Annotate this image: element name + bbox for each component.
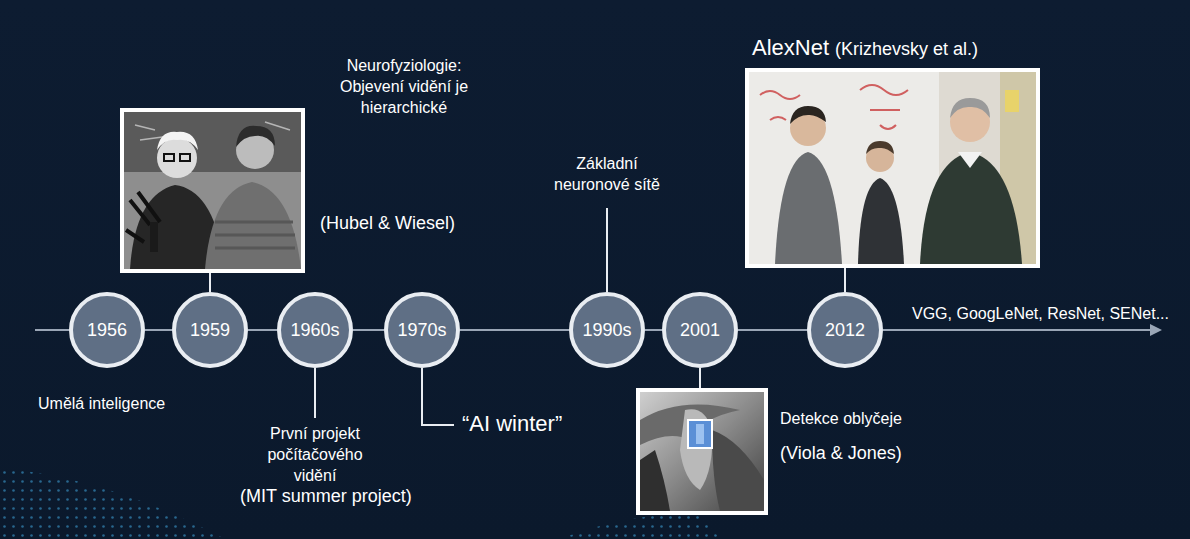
year-circle: 1960s <box>277 292 353 368</box>
year-circle: 2001 <box>662 292 738 368</box>
year-circle: 1959 <box>172 292 248 368</box>
era-label: Umělá inteligence <box>38 394 165 415</box>
leader-line <box>699 368 701 388</box>
axis-line <box>35 329 69 331</box>
model-name: AlexNet <box>752 34 829 63</box>
citation-text: (Hubel & Wiesel) <box>320 212 455 235</box>
year-text: 1959 <box>190 320 230 341</box>
timeline-axis-segment <box>248 329 277 331</box>
note-text: Neurofyziologie: Objevení vidění je hier… <box>323 56 485 118</box>
leader-line <box>422 368 454 425</box>
year-text: 1970s <box>397 320 446 341</box>
year-text: 2001 <box>680 320 720 341</box>
citation-text: (Krizhevsky et al.) <box>835 38 978 61</box>
timeline-axis-segment <box>645 329 662 331</box>
year-circle: 1956 <box>69 292 145 368</box>
photo-alexnet-authors <box>745 68 1040 268</box>
timeline-axis-segment <box>738 329 807 331</box>
leader-line <box>844 268 846 292</box>
photo-face-detection <box>636 388 768 515</box>
citation-text: (Viola & Jones) <box>780 442 902 465</box>
year-text: 2012 <box>825 320 865 341</box>
leader-line <box>606 208 608 292</box>
photo-hubel-wiesel <box>120 108 305 273</box>
era-label: První projekt počítačového vidění <box>250 424 380 486</box>
axis-arrow <box>883 329 1160 331</box>
note-text: Detekce oblyčeje <box>780 409 902 430</box>
era-label: “AI winter” <box>462 410 562 439</box>
year-circle: 1990s <box>569 292 645 368</box>
timeline-axis-segment <box>353 329 384 331</box>
year-circle: 1970s <box>384 292 460 368</box>
timeline-axis-segment <box>145 329 172 331</box>
leader-line <box>209 273 211 292</box>
successor-list: VGG, GoogLeNet, ResNet, SENet... <box>912 304 1169 325</box>
timeline-axis-segment <box>460 329 569 331</box>
year-text: 1956 <box>87 320 127 341</box>
year-circle: 2012 <box>807 292 883 368</box>
year-text: 1960s <box>290 320 339 341</box>
dot-decoration <box>0 468 225 539</box>
citation-text: (MIT summer project) <box>240 485 412 508</box>
year-text: 1990s <box>582 320 631 341</box>
dot-decoration <box>560 512 720 539</box>
leader-line <box>314 368 316 418</box>
note-text: Základní neuronové sítě <box>542 154 672 196</box>
